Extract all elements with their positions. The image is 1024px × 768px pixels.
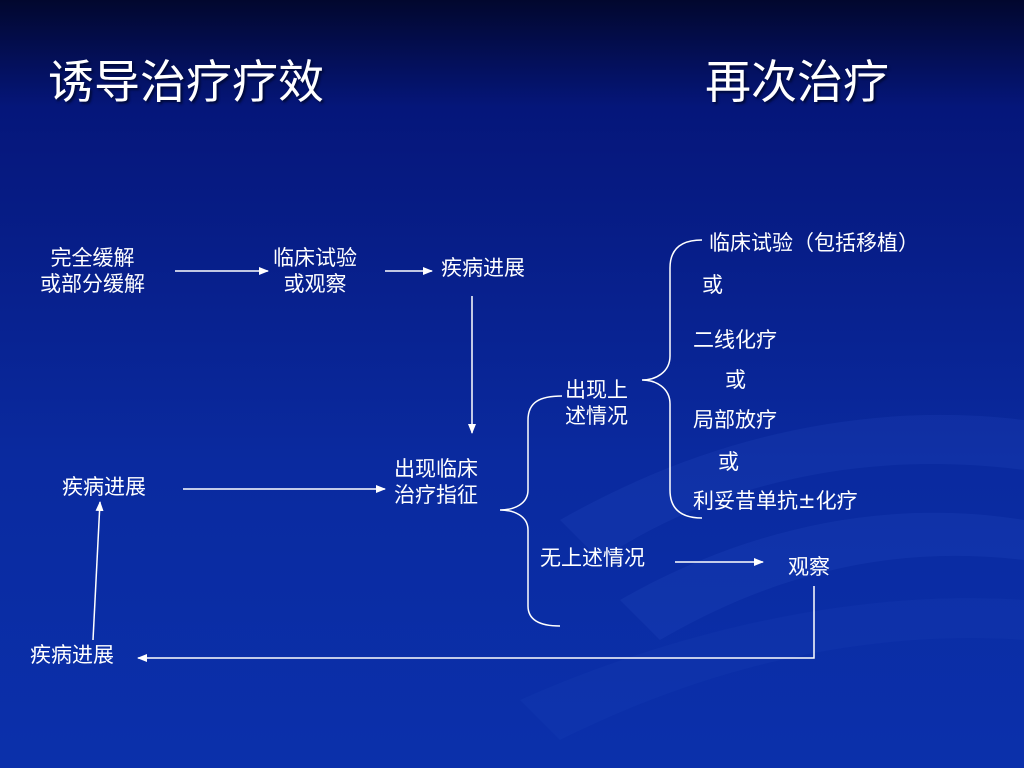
title-induction-efficacy: 诱导治疗疗效	[48, 55, 324, 109]
node-complete-or-partial-remission: 完全缓解 或部分缓解	[40, 245, 145, 297]
option-or-3: 或	[718, 450, 739, 474]
node-label: 完全缓解	[50, 246, 135, 270]
title-retreatment: 再次治疗	[705, 55, 889, 109]
node-clinical-trial-or-observation: 临床试验 或观察	[273, 245, 357, 297]
node-label: 治疗指征	[394, 483, 478, 507]
option-second-line-chemo: 二线化疗	[693, 328, 777, 352]
option-or-1: 或	[702, 273, 723, 297]
option-or-2: 或	[725, 368, 746, 392]
node-disease-progression-top: 疾病进展	[441, 256, 525, 280]
brace-retreatment-options	[641, 239, 703, 519]
node-disease-progression-mid: 疾病进展	[62, 475, 146, 499]
arrow-bottom-to-mid-progression	[92, 501, 104, 641]
node-label: 出现上	[565, 378, 628, 402]
node-label: 或观察	[283, 272, 347, 296]
node-treatment-indication: 出现临床 治疗指征	[394, 456, 478, 508]
node-label: 或部分缓解	[40, 272, 145, 296]
option-local-radiotherapy: 局部放疗	[693, 408, 777, 432]
node-label: 述情况	[565, 404, 628, 428]
node-observation: 观察	[788, 555, 830, 579]
brace-treatment-indication	[499, 395, 563, 627]
option-clinical-trial: 临床试验（包括移植）	[709, 231, 919, 255]
node-label: 临床试验	[273, 246, 357, 270]
option-rituximab-chemo: 利妥昔单抗±化疗	[693, 489, 858, 513]
node-disease-progression-bottom: 疾病进展	[30, 643, 114, 667]
node-condition-present: 出现上 述情况	[565, 377, 628, 429]
node-label: 出现临床	[394, 457, 478, 481]
arrow-observe-to-bottom-progression	[137, 586, 815, 662]
node-condition-absent: 无上述情况	[540, 546, 645, 570]
